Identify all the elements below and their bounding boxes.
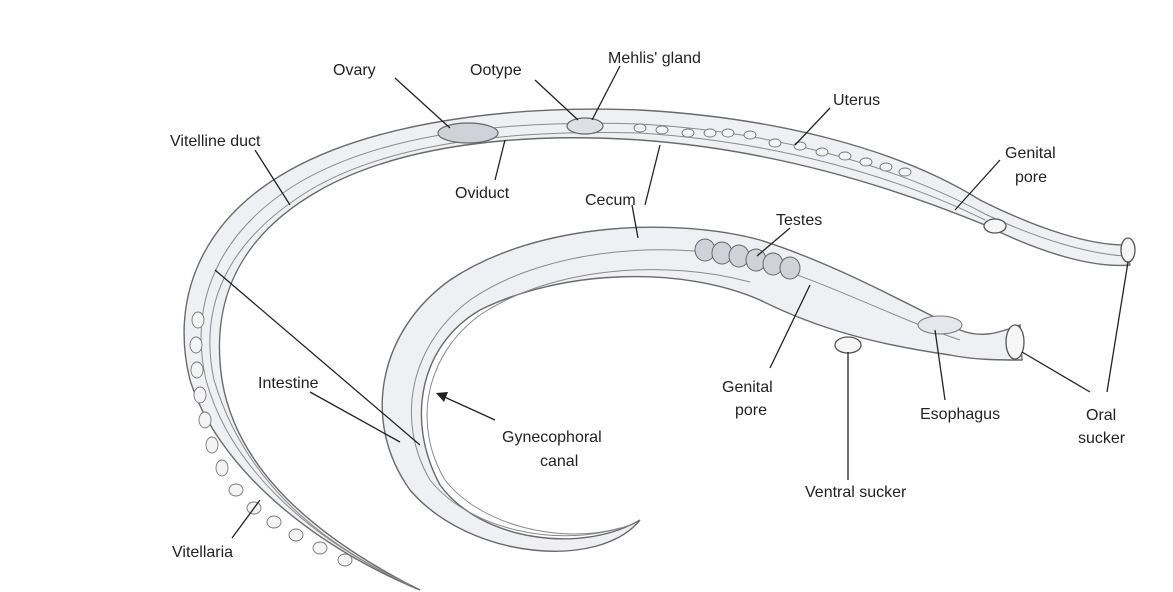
label-uterus: Uterus — [833, 92, 880, 109]
label-ventral-sucker: Ventral sucker — [805, 484, 907, 501]
label-genital-pore-male-2: pore — [735, 402, 767, 419]
male-ventral-sucker — [835, 337, 861, 353]
label-cecum: Cecum — [585, 192, 636, 209]
esophagus-organ — [918, 316, 962, 334]
label-ootype: Ootype — [470, 62, 522, 79]
ootype-organ — [567, 118, 603, 134]
label-vitelline-duct: Vitelline duct — [170, 133, 261, 150]
label-esophagus: Esophagus — [920, 406, 1000, 423]
label-ovary: Ovary — [333, 62, 376, 79]
label-gynecophoral-canal-2: canal — [540, 453, 578, 470]
label-oral-sucker-2: sucker — [1078, 430, 1126, 447]
label-intestine: Intestine — [258, 375, 319, 392]
male-oral-sucker — [1006, 325, 1024, 359]
label-oral-sucker-1: Oral — [1086, 407, 1116, 424]
label-genital-pore-female-1: Genital — [1005, 145, 1056, 162]
label-testes: Testes — [776, 212, 822, 229]
label-genital-pore-female-2: pore — [1015, 169, 1047, 186]
label-mehlis-gland: Mehlis' gland — [608, 50, 701, 67]
label-genital-pore-male-1: Genital — [722, 379, 773, 396]
female-ventral-sucker — [984, 219, 1006, 233]
female-oral-sucker — [1121, 238, 1135, 262]
label-gynecophoral-canal-1: Gynecophoral — [502, 429, 602, 446]
label-oviduct: Oviduct — [455, 185, 510, 202]
label-vitellaria: Vitellaria — [172, 544, 233, 561]
